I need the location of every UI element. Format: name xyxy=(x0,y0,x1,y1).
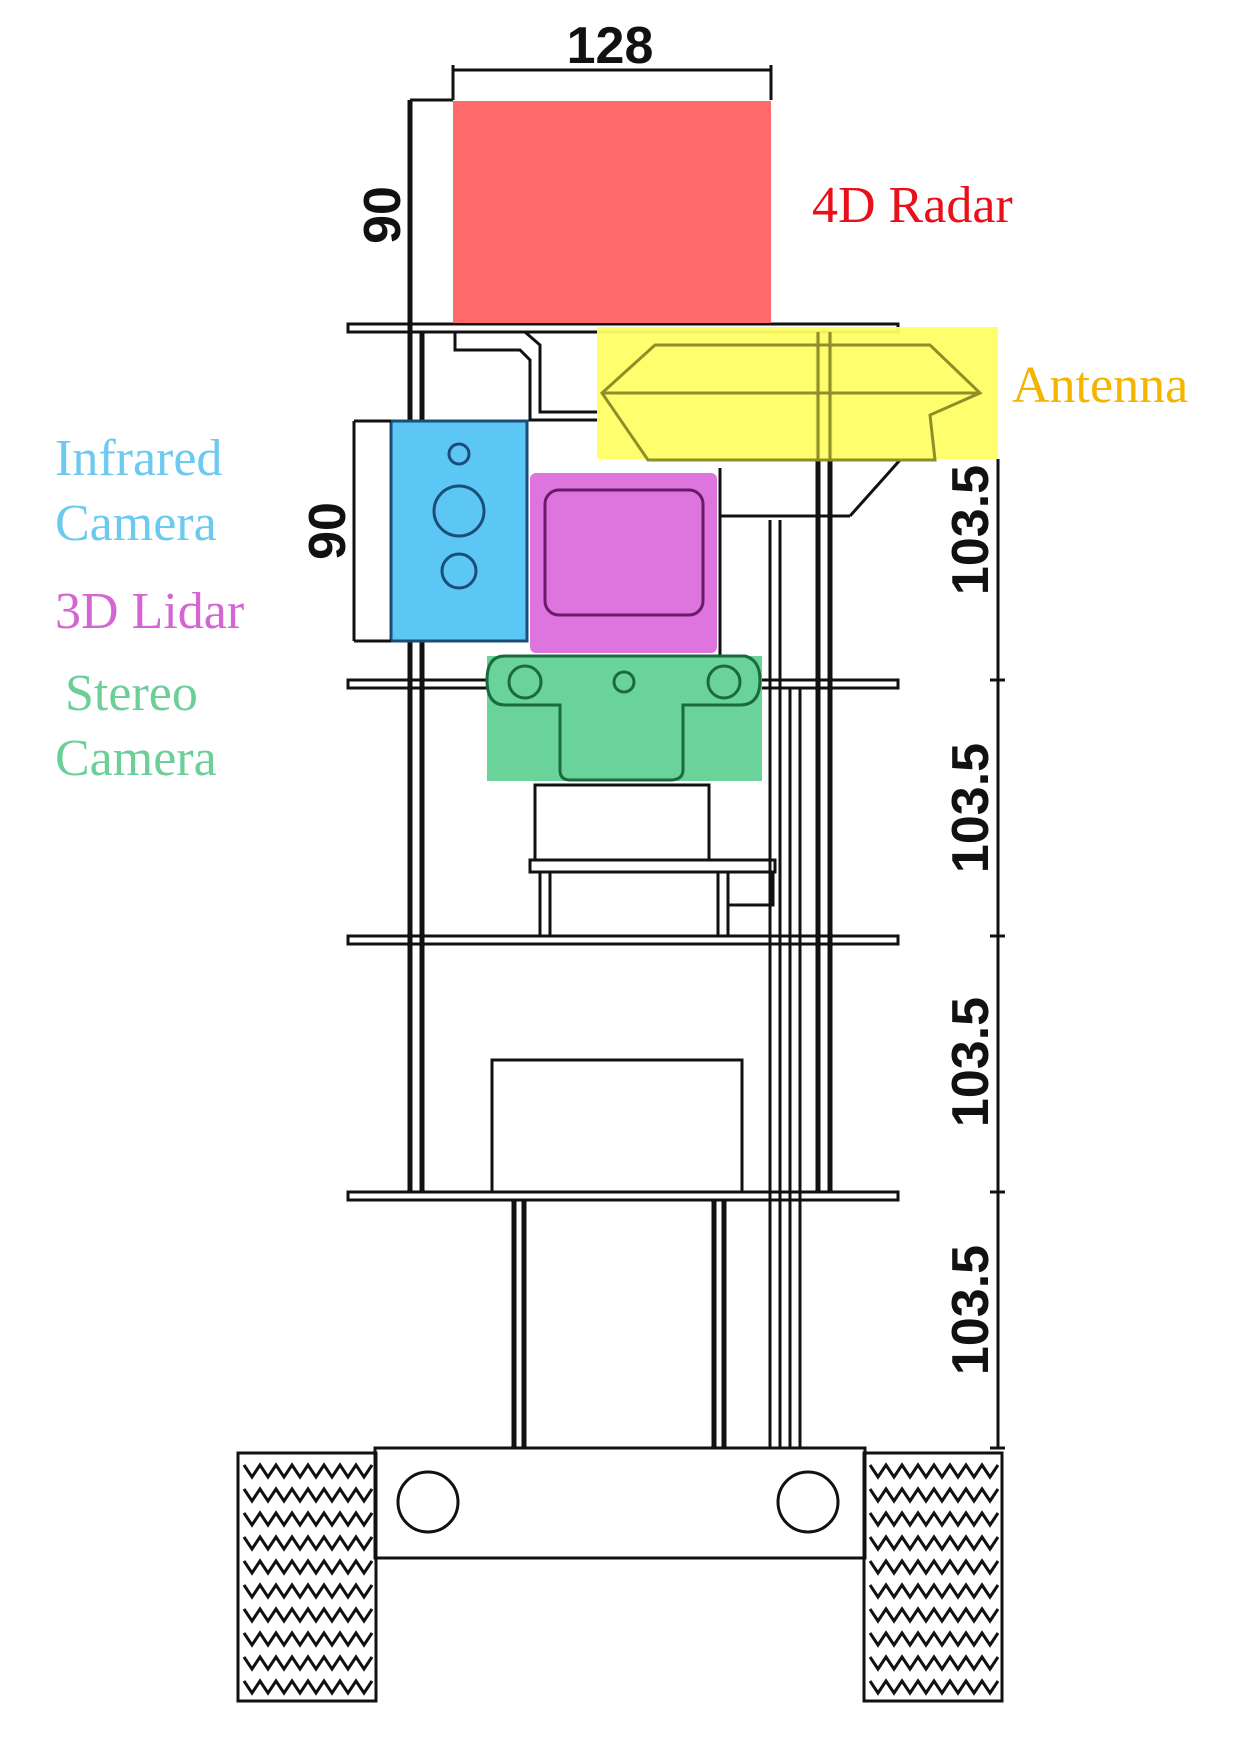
label-antenna: Antenna xyxy=(1012,357,1188,414)
mount-box-upper xyxy=(533,783,711,862)
stereo-camera xyxy=(485,654,762,782)
track-left xyxy=(236,1451,378,1703)
chassis xyxy=(236,1446,1004,1703)
tread-row xyxy=(242,1678,374,1696)
tread-row xyxy=(242,1630,374,1648)
track-treads xyxy=(242,1462,1000,1696)
dimensions: 128 90 90 103.5 103.5 103.5 103.5 xyxy=(299,17,1005,1450)
antenna xyxy=(597,327,998,462)
label-infrared-line1: Infrared xyxy=(55,430,222,487)
compute-box xyxy=(490,1058,744,1194)
dim-shelf-gap-2: 103.5 xyxy=(942,743,1000,873)
tread-row xyxy=(868,1534,1000,1552)
tread-row xyxy=(242,1510,374,1528)
label-lidar: 3D Lidar xyxy=(55,583,244,640)
tread-row xyxy=(242,1486,374,1504)
tread-row xyxy=(242,1534,374,1552)
dim-radar-height: 90 xyxy=(354,186,412,244)
sensor-labels: 4D Radar Antenna Infrared Camera 3D Lida… xyxy=(55,177,1188,787)
dim-shelf-gap-3: 103.5 xyxy=(942,997,1000,1127)
dim-shelf-gap-4: 103.5 xyxy=(942,1245,1000,1375)
tread-row xyxy=(868,1678,1000,1696)
tread-row xyxy=(242,1654,374,1672)
label-infrared-line2: Camera xyxy=(55,495,217,552)
tread-row xyxy=(868,1654,1000,1672)
wheel-hub-left xyxy=(396,1470,460,1534)
tread-row xyxy=(242,1462,374,1480)
tread-row xyxy=(868,1510,1000,1528)
dim-shelf-gap-1: 103.5 xyxy=(942,465,1000,595)
label-stereo-line2: Camera xyxy=(55,730,217,787)
radar-body xyxy=(453,101,771,323)
tread-row xyxy=(868,1558,1000,1576)
track-right xyxy=(862,1451,1004,1703)
chassis-body xyxy=(373,1446,867,1560)
frame-structure xyxy=(346,100,904,1448)
tread-row xyxy=(868,1606,1000,1624)
label-stereo-line1: Stereo xyxy=(65,665,198,722)
tread-row xyxy=(242,1582,374,1600)
tread-row xyxy=(868,1486,1000,1504)
tread-row xyxy=(868,1582,1000,1600)
lidar xyxy=(530,473,717,653)
mount-plate xyxy=(528,858,777,874)
dim-radar-width: 128 xyxy=(567,17,654,75)
wheel-hub-right xyxy=(776,1470,840,1534)
infrared-camera xyxy=(389,419,529,643)
tread-row xyxy=(242,1558,374,1576)
label-radar: 4D Radar xyxy=(812,177,1013,234)
tread-row xyxy=(868,1630,1000,1648)
dim-infrared-height: 90 xyxy=(299,502,357,560)
tread-row xyxy=(242,1606,374,1624)
tread-row xyxy=(868,1462,1000,1480)
shelf-3 xyxy=(346,934,900,946)
